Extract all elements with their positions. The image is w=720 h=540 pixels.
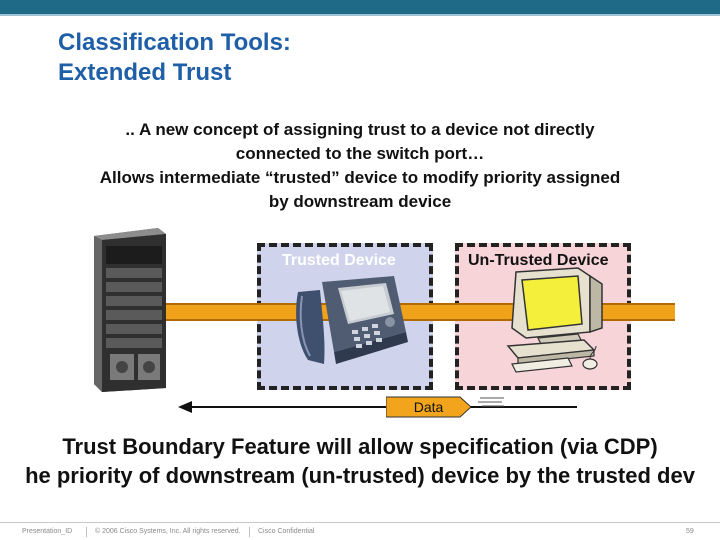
slide-title-line2: Extended Trust bbox=[58, 59, 232, 86]
feature-line1: Trust Boundary Feature will allow specif… bbox=[62, 434, 658, 459]
footer-copyright: © 2006 Cisco Systems, Inc. All rights re… bbox=[95, 528, 241, 535]
desktop-computer-icon bbox=[498, 266, 608, 376]
intro-line2: connected to the switch port… bbox=[235, 144, 485, 163]
network-switch-icon bbox=[88, 224, 168, 394]
motion-lines-icon bbox=[478, 395, 506, 409]
ip-phone-icon bbox=[290, 272, 410, 367]
footer-separator bbox=[249, 527, 250, 537]
footer-presentation-id: Presentation_ID bbox=[22, 528, 73, 535]
slide-title: Classification Tools: Extended Trust bbox=[58, 28, 291, 88]
feature-statement: Trust Boundary Feature will allow specif… bbox=[0, 432, 720, 490]
intro-line3: Allows intermediate “trusted” device to … bbox=[99, 168, 621, 187]
data-packet-tag bbox=[385, 395, 472, 419]
footer-divider bbox=[0, 522, 720, 523]
feature-line2: he priority of downstream (un-trusted) d… bbox=[25, 463, 695, 488]
arrow-head-left-icon bbox=[178, 401, 192, 413]
header-bar bbox=[0, 0, 720, 14]
header-accent-strip bbox=[0, 14, 720, 16]
page-number: 59 bbox=[686, 528, 694, 535]
slide-title-line1: Classification Tools: bbox=[58, 29, 291, 56]
intro-line4: by downstream device bbox=[268, 192, 452, 211]
intro-text: .. A new concept of assigning trust to a… bbox=[40, 118, 680, 214]
data-label: Data bbox=[413, 399, 444, 415]
intro-line1: .. A new concept of assigning trust to a… bbox=[125, 120, 595, 139]
footer-separator bbox=[86, 527, 87, 537]
data-flow-arrow bbox=[190, 406, 577, 408]
untrusted-device-label: Un-Trusted Device bbox=[468, 252, 609, 269]
footer-confidential: Cisco Confidential bbox=[258, 528, 315, 535]
trusted-device-label: Trusted Device bbox=[282, 252, 396, 269]
